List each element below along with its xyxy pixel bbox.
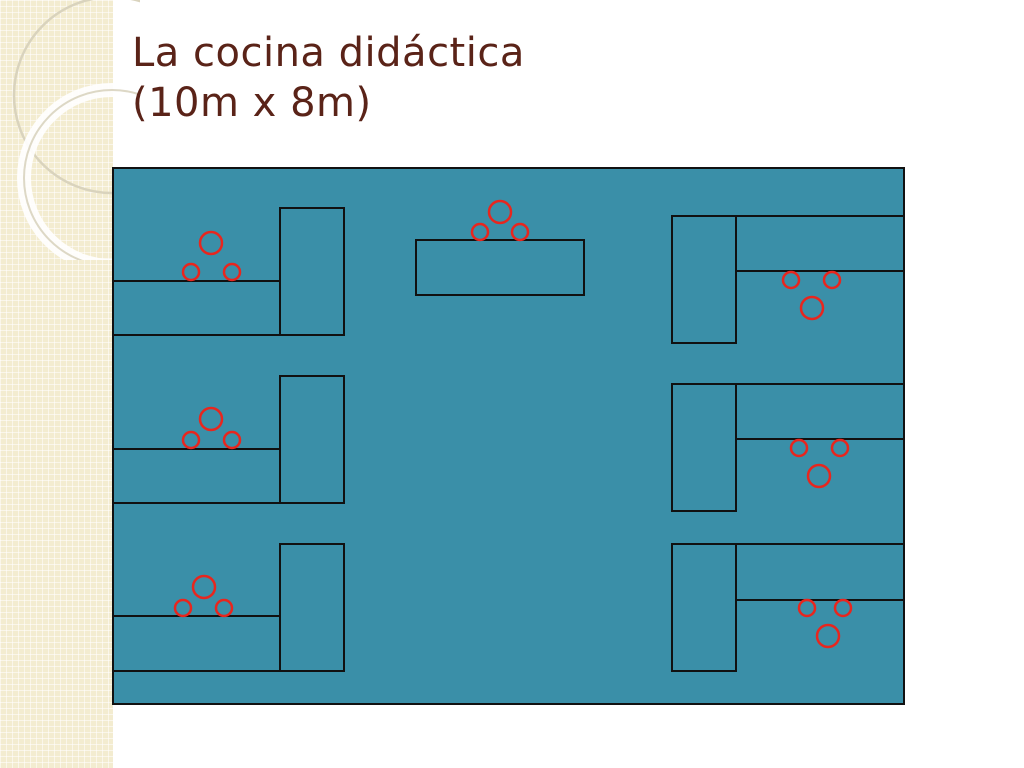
title-line-2: (10m x 8m) [132,80,372,126]
chair-icon [198,406,224,432]
chair-icon [470,222,490,242]
slide-title: La cocina didáctica (10m x 8m) [132,28,525,128]
chair-group-left-3 [173,574,234,618]
counter-vertical [671,543,737,672]
chair-group-top [470,199,530,242]
chair-group-left-2 [181,406,242,450]
workstation-left-3 [112,543,345,672]
counter-horizontal [415,239,585,296]
chair-icon [222,430,242,450]
title-line-1: La cocina didáctica [132,30,525,76]
floor-area [112,167,905,705]
chair-icon [815,623,841,649]
chair-icon [789,438,809,458]
workstation-left-2 [112,375,345,504]
chair-icon [487,199,513,225]
chair-icon [797,598,817,618]
chair-icon [806,463,832,489]
chair-icon [830,438,850,458]
chair-icon [214,598,234,618]
workstation-left-1 [112,207,345,336]
chair-icon [181,430,201,450]
counter-vertical [279,543,345,672]
demo-counter-top [415,239,585,296]
chair-icon [822,270,842,290]
counter-vertical [671,383,737,512]
chair-icon [173,598,193,618]
chair-icon [222,262,242,282]
chair-group-right-2 [789,438,850,489]
workstation-right-1 [671,215,905,344]
workstation-right-2 [671,383,905,512]
workstation-right-3 [671,543,905,672]
chair-icon [191,574,217,600]
counter-horizontal [735,383,905,440]
chair-icon [510,222,530,242]
counter-vertical [671,215,737,344]
chair-group-left-1 [181,230,242,282]
counter-horizontal [735,215,905,272]
chair-icon [833,598,853,618]
chair-icon [181,262,201,282]
counter-vertical [279,375,345,504]
chair-icon [198,230,224,256]
chair-group-right-1 [781,270,842,321]
counter-horizontal [735,543,905,601]
chair-group-right-3 [797,598,853,649]
chair-icon [781,270,801,290]
counter-vertical [279,207,345,336]
chair-icon [799,295,825,321]
